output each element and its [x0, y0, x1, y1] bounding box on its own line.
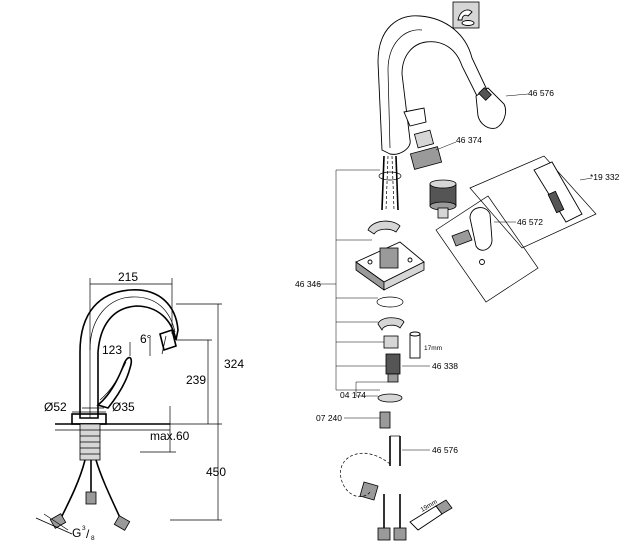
c-clip	[367, 220, 401, 235]
lever-detail	[99, 361, 127, 401]
part-46374-label: 46 374	[456, 135, 482, 145]
tool-17mm: 17mm	[409, 331, 442, 359]
dim-35: Ø35	[82, 400, 135, 414]
thread-spec: G 3 / 8	[35, 513, 95, 542]
strainer-07240	[379, 411, 391, 429]
angle-label: 6°	[140, 332, 152, 346]
dim-215: 215	[89, 270, 173, 350]
tool-19mm: 19mm	[409, 499, 453, 531]
supply-hose-left	[59, 459, 86, 521]
height-spout-label: 239	[186, 373, 206, 387]
reach-label: 123	[102, 343, 122, 357]
split-washer	[377, 317, 405, 331]
part-46346-label: 46 346	[295, 279, 321, 289]
spray-head	[159, 328, 177, 352]
hose-nut-ex-left	[377, 527, 391, 541]
part-46576-top-label: 46 576	[528, 88, 554, 98]
dim-324: 324	[170, 303, 244, 425]
leader-07240: 07 240	[316, 413, 380, 423]
mounting-plate	[355, 241, 425, 291]
part-46576-bottom-label: 46 576	[432, 445, 458, 455]
washer-04174	[377, 393, 403, 403]
part-19332-label: *19 332	[590, 172, 620, 182]
part-group-46572: 46 572	[435, 195, 543, 303]
part-46338-label: 46 338	[432, 361, 458, 371]
connector-46338: 46 338	[383, 335, 458, 383]
thread-label: G	[72, 526, 81, 540]
pictogram-box	[452, 1, 480, 29]
deck-max-label: max.60	[150, 429, 190, 443]
supply-hose-right	[95, 459, 123, 523]
thread-sup-label: 3	[82, 525, 86, 532]
pictogram-icon	[457, 9, 473, 21]
dim-123: 123	[102, 342, 131, 357]
spout-lever	[403, 107, 427, 127]
dim-max60: max.60	[140, 406, 190, 453]
faucet-base	[71, 413, 107, 425]
inner-hose-left	[381, 155, 385, 211]
hose-fitting-center	[85, 491, 97, 505]
faucet-body-outline	[79, 289, 179, 419]
spout-body	[377, 15, 489, 155]
spout-shading	[387, 29, 423, 149]
leader-46576-top	[505, 93, 529, 97]
inner-hose-right	[395, 155, 399, 211]
exploded-view: 46 374 46 572 *19 332 46 576	[295, 1, 620, 541]
hose-46576: 46 576	[389, 435, 458, 466]
pictogram-base-icon	[461, 20, 475, 26]
shank-thread	[80, 429, 100, 455]
hose-nut-left	[49, 513, 67, 529]
oring-top	[378, 171, 402, 181]
base-dia-label: Ø52	[44, 400, 67, 414]
cartridge-46374: 46 374	[409, 129, 482, 170]
inner-hose-dash-right	[391, 155, 395, 211]
spout-inner-line	[89, 296, 176, 418]
hose-len-label: 450	[206, 465, 226, 479]
part-07240-label: 07 240	[316, 413, 342, 423]
cartridge-lower	[429, 179, 457, 219]
gasket-ring	[376, 296, 404, 308]
dimension-view: 215 123 6° 324 239 Ø52 Ø35	[35, 270, 244, 542]
dim-angle: 6°	[140, 332, 167, 356]
inner-hose-dash-left	[385, 155, 389, 211]
hose-nut-ex-right	[393, 527, 407, 541]
dim-450: 450	[170, 424, 226, 521]
hole-dia-label: Ø35	[112, 400, 135, 414]
lever-handle	[96, 356, 133, 409]
part-group-19332: *19 332	[469, 155, 620, 249]
hose-loop	[340, 453, 391, 497]
dim-239: 239	[176, 339, 212, 424]
leader-04174: 04 174	[340, 381, 388, 400]
left-bracket-46346: 46 346	[295, 169, 386, 391]
dim-52: Ø52	[44, 400, 106, 414]
tool-17mm-label: 17mm	[424, 345, 442, 352]
thread-sub-label: 8	[91, 535, 95, 542]
width-label: 215	[118, 270, 138, 284]
thread-slash: /	[86, 527, 90, 541]
part-46572-label: 46 572	[517, 217, 543, 227]
height-total-label: 324	[224, 357, 244, 371]
hose-nut-right	[113, 515, 131, 531]
part-04174-label: 04 174	[340, 390, 366, 400]
hose-weight	[359, 481, 379, 501]
spray-head-ring	[478, 87, 492, 101]
